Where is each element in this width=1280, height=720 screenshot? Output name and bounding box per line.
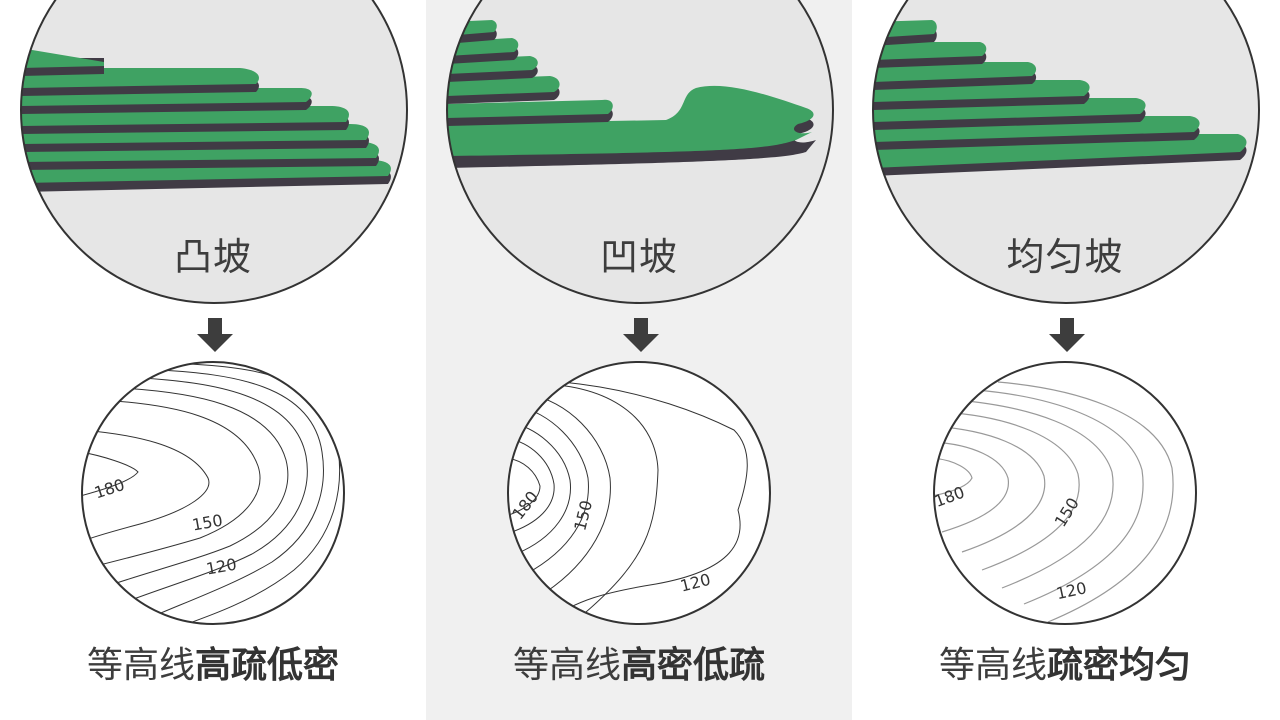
concave-slope-illustration [446, 0, 834, 304]
caption-plain: 等高线 [86, 645, 195, 686]
contour-map-convex: 180 150 120 [81, 361, 345, 625]
convex-slope-illustration [20, 0, 408, 304]
caption: 等高线疏密均匀 [852, 636, 1278, 688]
contour-map-concave: 180 150 120 [507, 361, 771, 625]
caption-bold: 高疏低密 [195, 645, 340, 686]
uniform-slope-illustration [872, 0, 1260, 304]
panel-convex-slope: 凸坡 180 150 120 等高线高疏低密 [0, 0, 426, 720]
caption-bold: 高密低疏 [621, 645, 766, 686]
slope-type-label: 凸坡 [173, 235, 252, 279]
caption-plain: 等高线 [512, 645, 621, 686]
arrow-down-icon [1049, 318, 1085, 352]
caption: 等高线高疏低密 [0, 636, 426, 688]
slope-type-label: 均匀坡 [1006, 235, 1124, 279]
caption-plain: 等高线 [938, 645, 1047, 686]
contour-map-uniform: 180 150 120 [932, 361, 1197, 625]
slope-type-label: 凹坡 [599, 235, 678, 279]
arrow-down-icon [623, 318, 659, 352]
caption-bold: 疏密均匀 [1047, 645, 1192, 686]
panel-concave-slope: 凹坡 180 150 120 等高线高密低疏 [426, 0, 852, 720]
arrow-down-icon [197, 318, 233, 352]
panel-uniform-slope: 均匀坡 180 150 120 等高线疏密均匀 [852, 0, 1278, 720]
caption: 等高线高密低疏 [426, 636, 852, 688]
